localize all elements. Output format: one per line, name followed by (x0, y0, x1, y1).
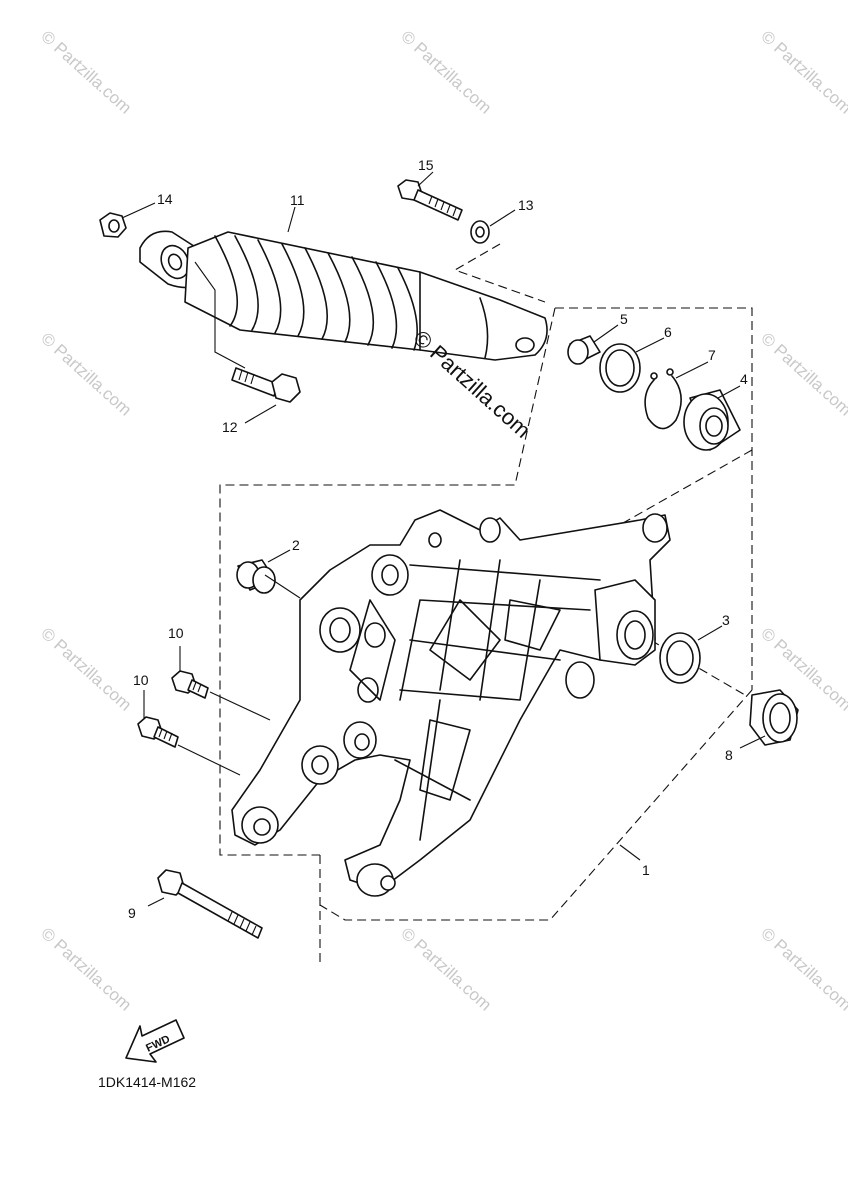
watermark: © Partzilla.com (397, 924, 495, 1015)
relay-arm-part-1 (231, 509, 671, 897)
callout-6: 6 (664, 324, 672, 340)
oil-seal-part-6 (599, 343, 641, 393)
callout-11: 11 (290, 192, 305, 208)
callout-10-lower: 10 (133, 672, 149, 688)
collar-part-2 (236, 559, 276, 594)
collar-part-5 (567, 335, 601, 365)
callout-8: 8 (725, 747, 733, 763)
nut-part-14 (99, 212, 127, 238)
callout-13: 13 (518, 197, 534, 213)
bolt-part-15 (397, 179, 463, 221)
callout-numbers: 1 2 3 4 5 6 7 8 9 10 10 11 12 13 14 15 (128, 157, 748, 921)
callout-15: 15 (418, 157, 434, 173)
callout-3: 3 (722, 612, 730, 628)
watermark: © Partzilla.com (37, 27, 135, 118)
watermark: © Partzilla.com (397, 27, 495, 118)
callout-7: 7 (708, 347, 716, 363)
callout-14: 14 (157, 191, 173, 207)
bolt-part-12 (231, 367, 301, 403)
watermark: © Partzilla.com (757, 924, 848, 1015)
bolt-part-10-lower (137, 716, 179, 748)
diagram-code: 1DK1414-M162 (98, 1074, 196, 1090)
watermark: © Partzilla.com (37, 329, 135, 420)
callout-12: 12 (222, 419, 238, 435)
circlip-part-7 (644, 368, 682, 430)
callout-10-upper: 10 (168, 625, 184, 641)
forward-arrow-icon: FWD (125, 1019, 185, 1063)
callout-9: 9 (128, 905, 136, 921)
callout-4: 4 (740, 371, 748, 387)
watermark: © Partzilla.com (37, 924, 135, 1015)
oil-seal-part-3 (659, 632, 701, 684)
collar-part-8 (749, 689, 799, 746)
washer-part-13 (470, 220, 490, 244)
callout-2: 2 (292, 537, 300, 553)
watermark: © Partzilla.com (757, 27, 848, 118)
leader-lines (121, 171, 766, 907)
watermark: © Partzilla.com (757, 329, 848, 420)
bolt-part-9 (157, 869, 263, 939)
watermark: © Partzilla.com (37, 624, 135, 715)
bolt-part-10-upper (171, 670, 209, 699)
bearing-stack (567, 335, 741, 451)
callout-1: 1 (642, 862, 650, 878)
callout-5: 5 (620, 311, 628, 327)
bearing-part-4 (683, 389, 741, 451)
rear-shock-absorber (139, 230, 548, 361)
